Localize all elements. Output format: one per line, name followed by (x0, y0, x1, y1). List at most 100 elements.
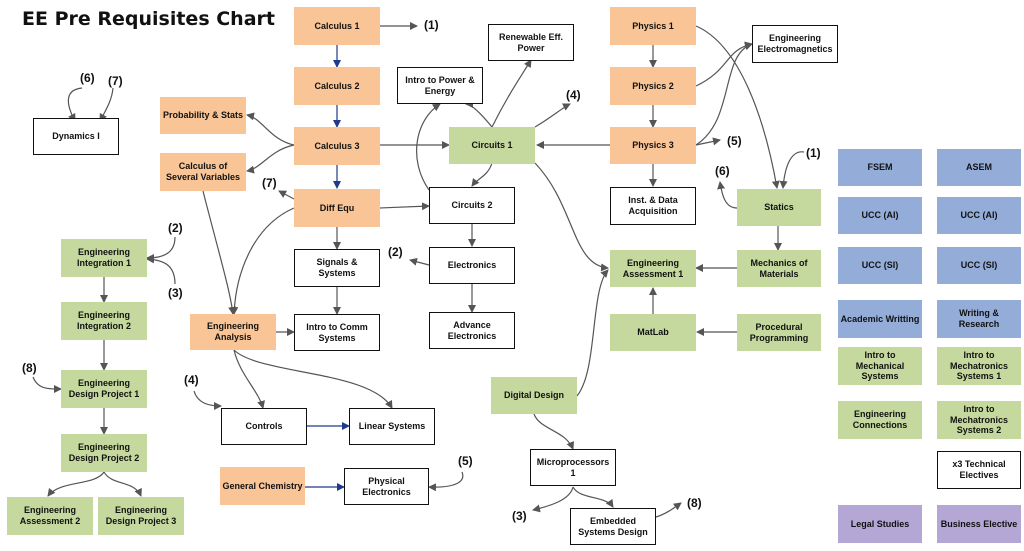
node-general-chemistry: General Chemistry (220, 467, 305, 505)
edge-circ2-intropower (416, 103, 441, 191)
node-signals-systems: Signals & Systems (294, 249, 380, 287)
node-engineering-electromagnetics: Engineering Electromagnetics (752, 25, 838, 63)
edge-marker3-integ1 (146, 255, 176, 285)
node-physics-3: Physics 3 (610, 127, 696, 164)
node-calculus-2: Calculus 2 (294, 67, 380, 105)
marker-design-8: (8) (22, 361, 37, 375)
node-microprocessors-1: Microprocessors 1 (530, 449, 616, 486)
marker-microprocessors-3: (3) (512, 509, 527, 523)
node-intro-mechanical-systems: Intro to Mechanical Systems (838, 347, 922, 385)
node-ucc-ai-2: UCC (AI) (937, 197, 1021, 234)
edge-circ1-marker4 (534, 103, 571, 128)
node-linear-systems: Linear Systems (349, 408, 435, 445)
node-engineering-connections: Engineering Connections (838, 401, 922, 439)
edge-circ1-assess1 (534, 162, 609, 272)
edge-digital-assess1 (576, 269, 609, 397)
edge-phys3-marker5 (695, 137, 721, 146)
node-controls: Controls (221, 408, 307, 445)
edge-design2-assess2 (47, 471, 105, 497)
marker-integration-3: (3) (168, 286, 183, 300)
node-dynamics-1: Dynamics I (33, 118, 119, 155)
edge-circ1-intropower (465, 100, 493, 128)
node-physics-1: Physics 1 (610, 7, 696, 45)
node-engineering-assessment-1: Engineering Assessment 1 (610, 250, 696, 287)
marker-electronics-2: (2) (388, 245, 403, 259)
node-fsem: FSEM (838, 149, 922, 186)
node-engineering-assessment-2: Engineering Assessment 2 (7, 497, 93, 535)
edge-phys1-statics (695, 25, 780, 189)
node-physical-electronics: Physical Electronics (344, 468, 429, 505)
node-engineering-integration-2: Engineering Integration 2 (61, 302, 147, 340)
node-academic-writing: Academic Writting (838, 300, 922, 338)
edge-diffeq-analysis (230, 207, 295, 315)
edge-circ1-renewable (491, 59, 532, 128)
marker-integration-2: (2) (168, 221, 183, 235)
edge-micro-marker3 (532, 486, 574, 513)
marker-dynamics-7: (7) (108, 74, 123, 88)
node-engineering-analysis: Engineering Analysis (190, 314, 276, 350)
node-probability-stats: Probability & Stats (160, 97, 246, 134)
node-asem: ASEM (937, 149, 1021, 186)
edge-phys3-em (695, 42, 753, 146)
marker-dynamics-6: (6) (80, 71, 95, 85)
marker-physics-5: (5) (727, 134, 742, 148)
edge-calc3-prob (246, 112, 295, 146)
node-engineering-design-project-3: Engineering Design Project 3 (98, 497, 184, 535)
marker-calc1-1: (1) (424, 18, 439, 32)
node-statics: Statics (737, 189, 821, 226)
edge-marker1-statics (779, 151, 805, 189)
node-circuits-1: Circuits 1 (449, 127, 535, 164)
edge-dyn-marker7 (99, 87, 114, 122)
edge-digital-micro (533, 413, 574, 450)
marker-physical-electronics-5: (5) (458, 454, 473, 468)
node-business-elective: Business Elective (937, 505, 1021, 543)
marker-statics-1: (1) (806, 146, 821, 160)
edge-analysis-controls (233, 349, 265, 409)
edge-marker8-design1 (32, 376, 62, 394)
node-intro-comm-systems: Intro to Comm Systems (294, 314, 380, 351)
edge-circ1-circ2 (471, 162, 493, 187)
edge-micro-embed (572, 486, 614, 508)
edge-marker4-controls (193, 390, 222, 410)
node-engineering-integration-1: Engineering Integration 1 (61, 239, 147, 277)
node-digital-design: Digital Design (491, 377, 577, 414)
node-diff-equ: Diff Equ (294, 189, 380, 227)
edge-phys2-em (695, 41, 753, 87)
node-technical-electives: x3 Technical Electives (937, 451, 1021, 489)
node-calculus-3: Calculus 3 (294, 127, 380, 165)
node-intro-power-energy: Intro to Power & Energy (397, 67, 483, 104)
node-ucc-ai-1: UCC (AI) (838, 197, 922, 234)
edge-dyn-marker6 (67, 87, 83, 122)
edge-electronics-marker2 (409, 257, 430, 266)
edge-embed-marker8 (655, 502, 682, 518)
edge-calc3-several (246, 144, 295, 174)
edge-design2-design3 (103, 471, 142, 497)
node-ucc-si-1: UCC (SI) (838, 247, 922, 284)
edge-analysis-linear (233, 349, 393, 409)
node-intro-mechatronics-2: Intro to Mechatronics Systems 2 (937, 401, 1021, 439)
edge-marker5-physelec (428, 471, 464, 492)
node-intro-mechatronics-1: Intro to Mechatronics Systems 1 (937, 347, 1021, 385)
marker-circuits-4: (4) (566, 88, 581, 102)
edge-several-analysis (202, 190, 237, 315)
chart-title: EE Pre Requisites Chart (22, 8, 275, 30)
node-calculus-several-variables: Calculus of Several Variables (160, 153, 246, 191)
node-calculus-1: Calculus 1 (294, 7, 380, 45)
node-physics-2: Physics 2 (610, 67, 696, 105)
node-engineering-design-project-2: Engineering Design Project 2 (61, 434, 147, 472)
node-embedded-systems-design: Embedded Systems Design (570, 508, 656, 545)
node-mechanics-of-materials: Mechanics of Materials (737, 250, 821, 287)
node-electronics: Electronics (429, 247, 515, 284)
edge-diffeq-circ2 (379, 202, 430, 211)
marker-embedded-8: (8) (687, 496, 702, 510)
marker-statics-6: (6) (715, 164, 730, 178)
node-renewable-power: Renewable Eff. Power (488, 24, 574, 61)
marker-controls-4: (4) (184, 373, 199, 387)
node-inst-data-acquisition: Inst. & Data Acquisition (610, 187, 696, 225)
edge-statics-marker6 (717, 181, 738, 209)
edge-diffeq-marker7 (278, 190, 295, 200)
marker-diffeq-7: (7) (262, 176, 277, 190)
node-procedural-programming: Procedural Programming (737, 314, 821, 351)
